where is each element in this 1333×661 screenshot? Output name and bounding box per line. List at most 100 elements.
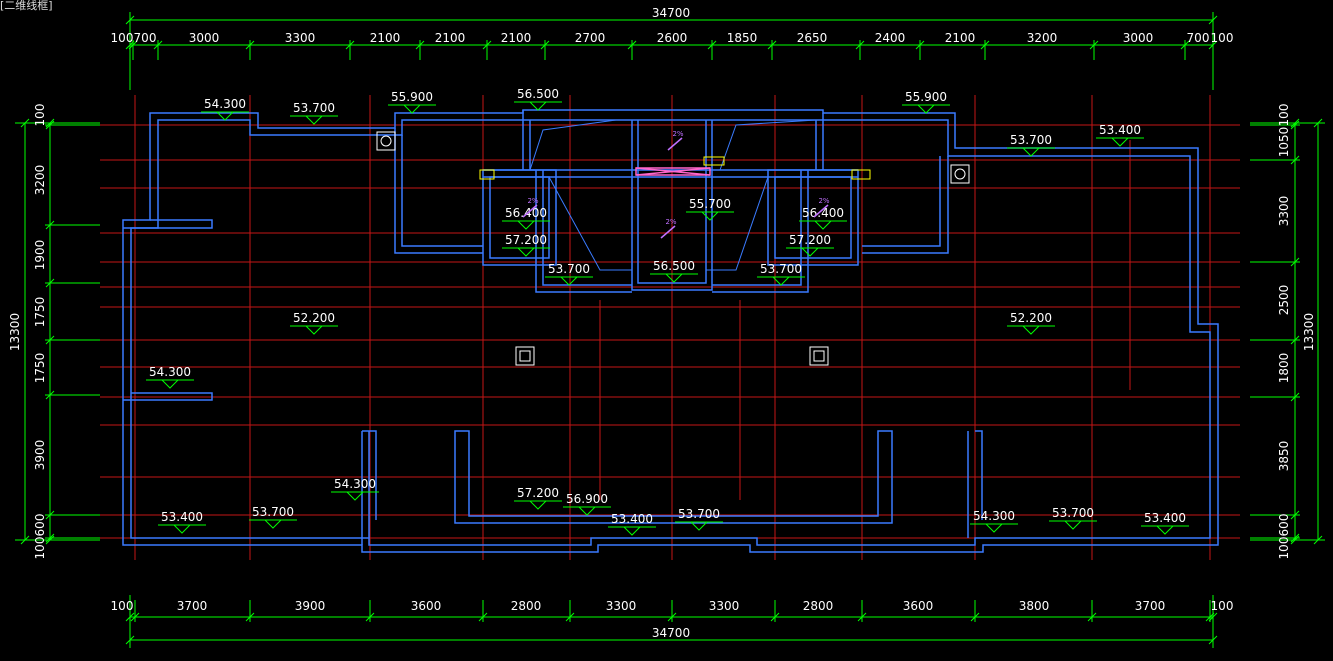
pipe-markers (479, 156, 871, 180)
dim-bottom-1: 3700 (177, 599, 208, 613)
elevation-label: 56.900 (566, 492, 608, 506)
elevation-marker: 53.700 (249, 505, 297, 529)
elevation-label: 53.400 (161, 510, 203, 524)
elevation-label: 56.500 (653, 259, 695, 273)
dim-bottom-3: 3600 (411, 599, 442, 613)
elevation-marker: 53.400 (158, 510, 206, 534)
elevation-label: 53.400 (1099, 123, 1141, 137)
elevation-marker: 55.900 (902, 90, 950, 114)
dim-right-1: 1050 (1277, 127, 1291, 158)
building-walls (122, 109, 1219, 553)
dim-left-2: 1900 (33, 240, 47, 271)
dim-right-5: 3850 (1277, 441, 1291, 472)
dim-left-0: 100 (33, 104, 47, 127)
elevation-label: 54.300 (973, 509, 1015, 523)
dim-top-9: 1850 (727, 31, 758, 45)
elevation-marker: 57.200 (514, 486, 562, 510)
elevation-marker: 53.400 (1096, 123, 1144, 147)
elevation-label: 56.500 (517, 87, 559, 101)
dimension-ticks (20, 15, 1323, 645)
elevation-marker: 52.200 (290, 311, 338, 335)
elevation-label: 54.300 (204, 97, 246, 111)
elevation-marker: 56.400 (502, 206, 550, 230)
dim-top-total: 34700 (652, 6, 690, 20)
elevation-marker: 53.700 (757, 262, 805, 286)
elevation-marker: 53.700 (545, 262, 593, 286)
dim-right-0: 100 (1277, 104, 1291, 127)
drain-symbols (376, 131, 970, 366)
slope-marker: 2% (667, 130, 684, 151)
elevation-label: 57.200 (505, 233, 547, 247)
dim-right-2: 3300 (1277, 196, 1291, 227)
dim-top-16: 100 (1211, 31, 1234, 45)
slope-marker: 2% (660, 218, 677, 239)
elevation-markers: 54.300 53.700 55.900 56.500 55.900 53.700 53.4… (146, 87, 1189, 536)
elevation-label: 55.900 (905, 90, 947, 104)
view-mode-label[interactable]: [二维线框] (0, 0, 53, 12)
dim-right-6: 600 (1277, 514, 1291, 537)
elevation-marker: 56.400 (799, 206, 847, 230)
elevation-marker: 53.400 (1141, 511, 1189, 535)
elevation-label: 53.700 (1010, 133, 1052, 147)
dim-top-1: 700 (134, 31, 157, 45)
dim-top-14: 3000 (1123, 31, 1154, 45)
elevation-label: 54.300 (334, 477, 376, 491)
dim-bottom-7: 2800 (803, 599, 834, 613)
dim-top-13: 3200 (1027, 31, 1058, 45)
slope-marker: 2% (522, 197, 539, 218)
elevation-marker: 53.400 (608, 512, 656, 536)
dim-bottom-2: 3900 (295, 599, 326, 613)
opening-marker (635, 167, 711, 176)
elevation-marker: 54.300 (201, 97, 249, 121)
elevation-marker: 53.700 (290, 101, 338, 125)
elevation-label: 53.700 (678, 507, 720, 521)
elevation-marker: 56.900 (563, 492, 611, 516)
dim-bottom-10: 3700 (1135, 599, 1166, 613)
dim-top-11: 2400 (875, 31, 906, 45)
dim-bottom-11: 100 (1211, 599, 1234, 613)
elevation-marker: 55.900 (388, 90, 436, 114)
elevation-label: 57.200 (789, 233, 831, 247)
elevation-marker: 53.700 (1007, 133, 1055, 157)
dim-left-total: 13300 (8, 313, 22, 351)
elevation-label: 53.400 (1144, 511, 1186, 525)
dim-top-3: 3300 (285, 31, 316, 45)
grid-lines (100, 95, 1240, 560)
dim-left-6: 600 (33, 514, 47, 537)
elevation-marker: 52.200 (1007, 311, 1055, 335)
elevation-marker: 55.700 (686, 197, 734, 221)
elevation-marker: 54.300 (331, 477, 379, 501)
dim-top-8: 2600 (657, 31, 688, 45)
elevation-marker: 56.500 (650, 259, 698, 283)
dim-bottom-9: 3800 (1019, 599, 1050, 613)
dim-left-3: 1750 (33, 297, 47, 328)
dim-top-12: 2100 (945, 31, 976, 45)
dim-bottom-8: 3600 (903, 599, 934, 613)
elevation-label: 53.700 (760, 262, 802, 276)
dim-right-total: 13300 (1302, 313, 1316, 351)
elevation-marker: 56.500 (514, 87, 562, 111)
dim-left-7: 100 (33, 537, 47, 560)
elevation-label: 56.400 (802, 206, 844, 220)
elevation-label: 55.900 (391, 90, 433, 104)
dim-bottom-4: 2800 (511, 599, 542, 613)
elevation-label: 53.700 (1052, 506, 1094, 520)
dim-top-15: 700 (1187, 31, 1210, 45)
elevation-label: 53.400 (611, 512, 653, 526)
dim-left-5: 3900 (33, 440, 47, 471)
dim-top-10: 2650 (797, 31, 828, 45)
slope-marker: 2% (813, 197, 830, 218)
dim-right-3: 2500 (1277, 285, 1291, 316)
dim-top-2: 3000 (189, 31, 220, 45)
elevation-label: 53.700 (548, 262, 590, 276)
elevation-label: 52.200 (1010, 311, 1052, 325)
slope-label: 2% (665, 218, 676, 226)
elevation-label: 53.700 (252, 505, 294, 519)
dim-left-4: 1750 (33, 353, 47, 384)
elevation-label: 56.400 (505, 206, 547, 220)
dim-top-0: 100 (111, 31, 134, 45)
slope-label: 2% (818, 197, 829, 205)
slope-label: 2% (527, 197, 538, 205)
dim-top-4: 2100 (370, 31, 401, 45)
